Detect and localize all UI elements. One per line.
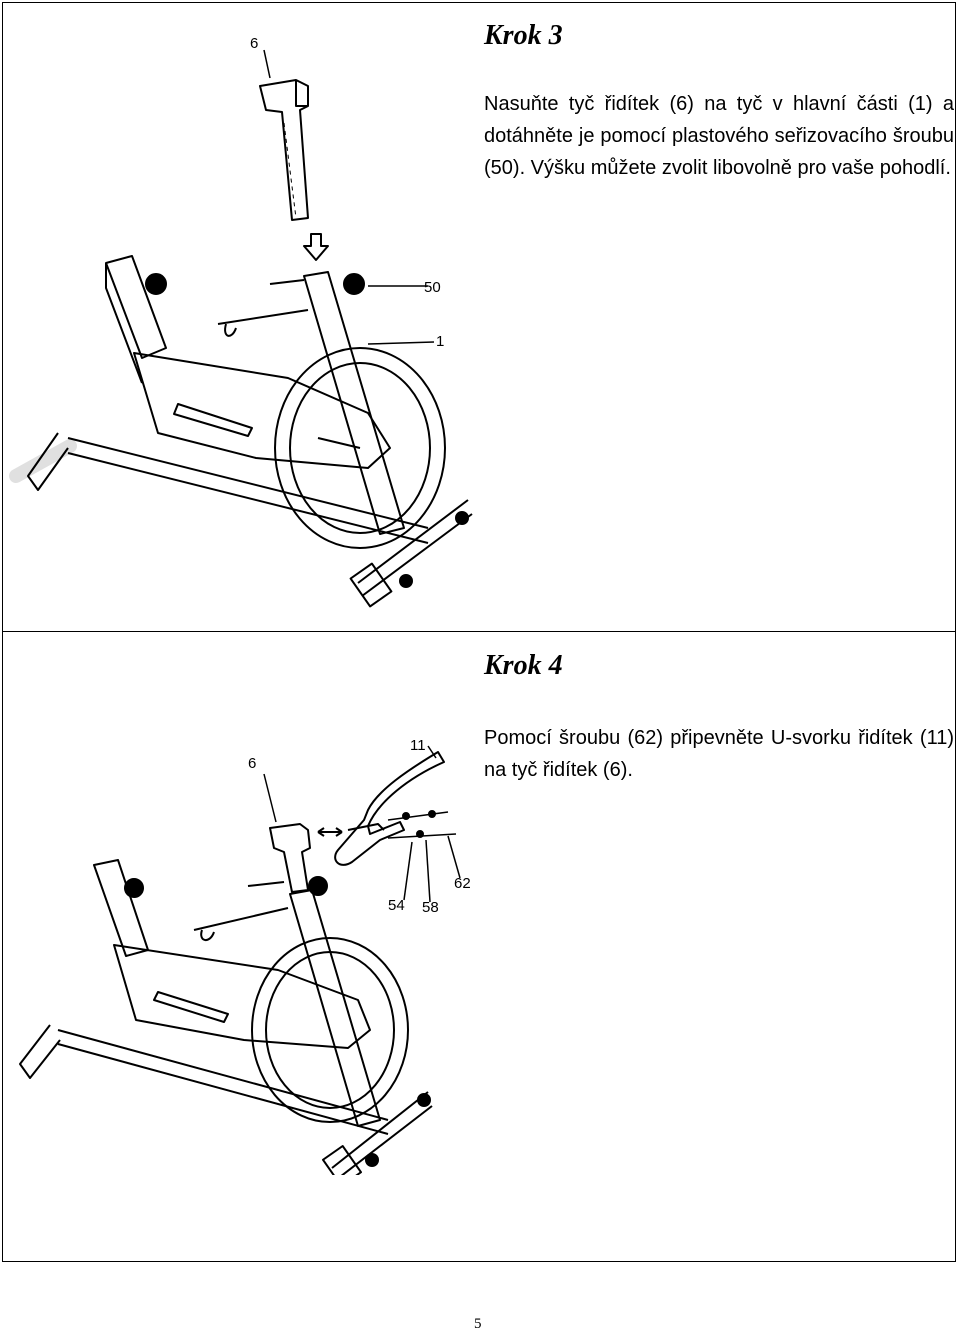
- flywheel: [251, 937, 409, 1123]
- frame-plate: [113, 944, 371, 1049]
- page-number: 5: [474, 1316, 482, 1332]
- step3-bike-diagram: 6 50 1: [9, 35, 473, 608]
- handlebar-u: [334, 751, 445, 866]
- front-post: [289, 889, 381, 1127]
- section-divider: [2, 631, 956, 632]
- front-post: [303, 271, 405, 535]
- label-11: 11: [410, 737, 426, 754]
- down-arrow-icon: [303, 233, 329, 261]
- double-arrow-icon: [317, 827, 343, 837]
- step3-title: Krok 3: [484, 20, 563, 51]
- front-foot: [321, 1145, 363, 1175]
- label-58: 58: [422, 899, 439, 916]
- front-foot: [349, 562, 393, 608]
- label-6: 6: [248, 755, 256, 772]
- frame-plate: [133, 352, 391, 469]
- handlebar-post: [259, 79, 309, 221]
- adjust-knob: [343, 273, 365, 295]
- label-62: 62: [454, 875, 471, 892]
- rear-stabilizer: [27, 432, 69, 491]
- handlebar-post-6: [269, 823, 311, 893]
- step4-bike-diagram: 6 11 54 58 62: [19, 737, 471, 1175]
- label-50: 50: [424, 279, 441, 296]
- label-6: 6: [250, 35, 258, 52]
- page-frame: [2, 2, 956, 1262]
- label-1: 1: [436, 333, 444, 350]
- step4-instructions: Pomocí šroubu (62) připevněte U-svorku ř…: [484, 727, 954, 781]
- rear-stabilizer: [19, 1024, 61, 1079]
- step3-instructions: Nasuňte tyč řidítek (6) na tyč v hlavní …: [484, 93, 954, 179]
- step4-title: Krok 4: [484, 650, 563, 681]
- label-54: 54: [388, 897, 405, 914]
- flywheel: [274, 347, 446, 549]
